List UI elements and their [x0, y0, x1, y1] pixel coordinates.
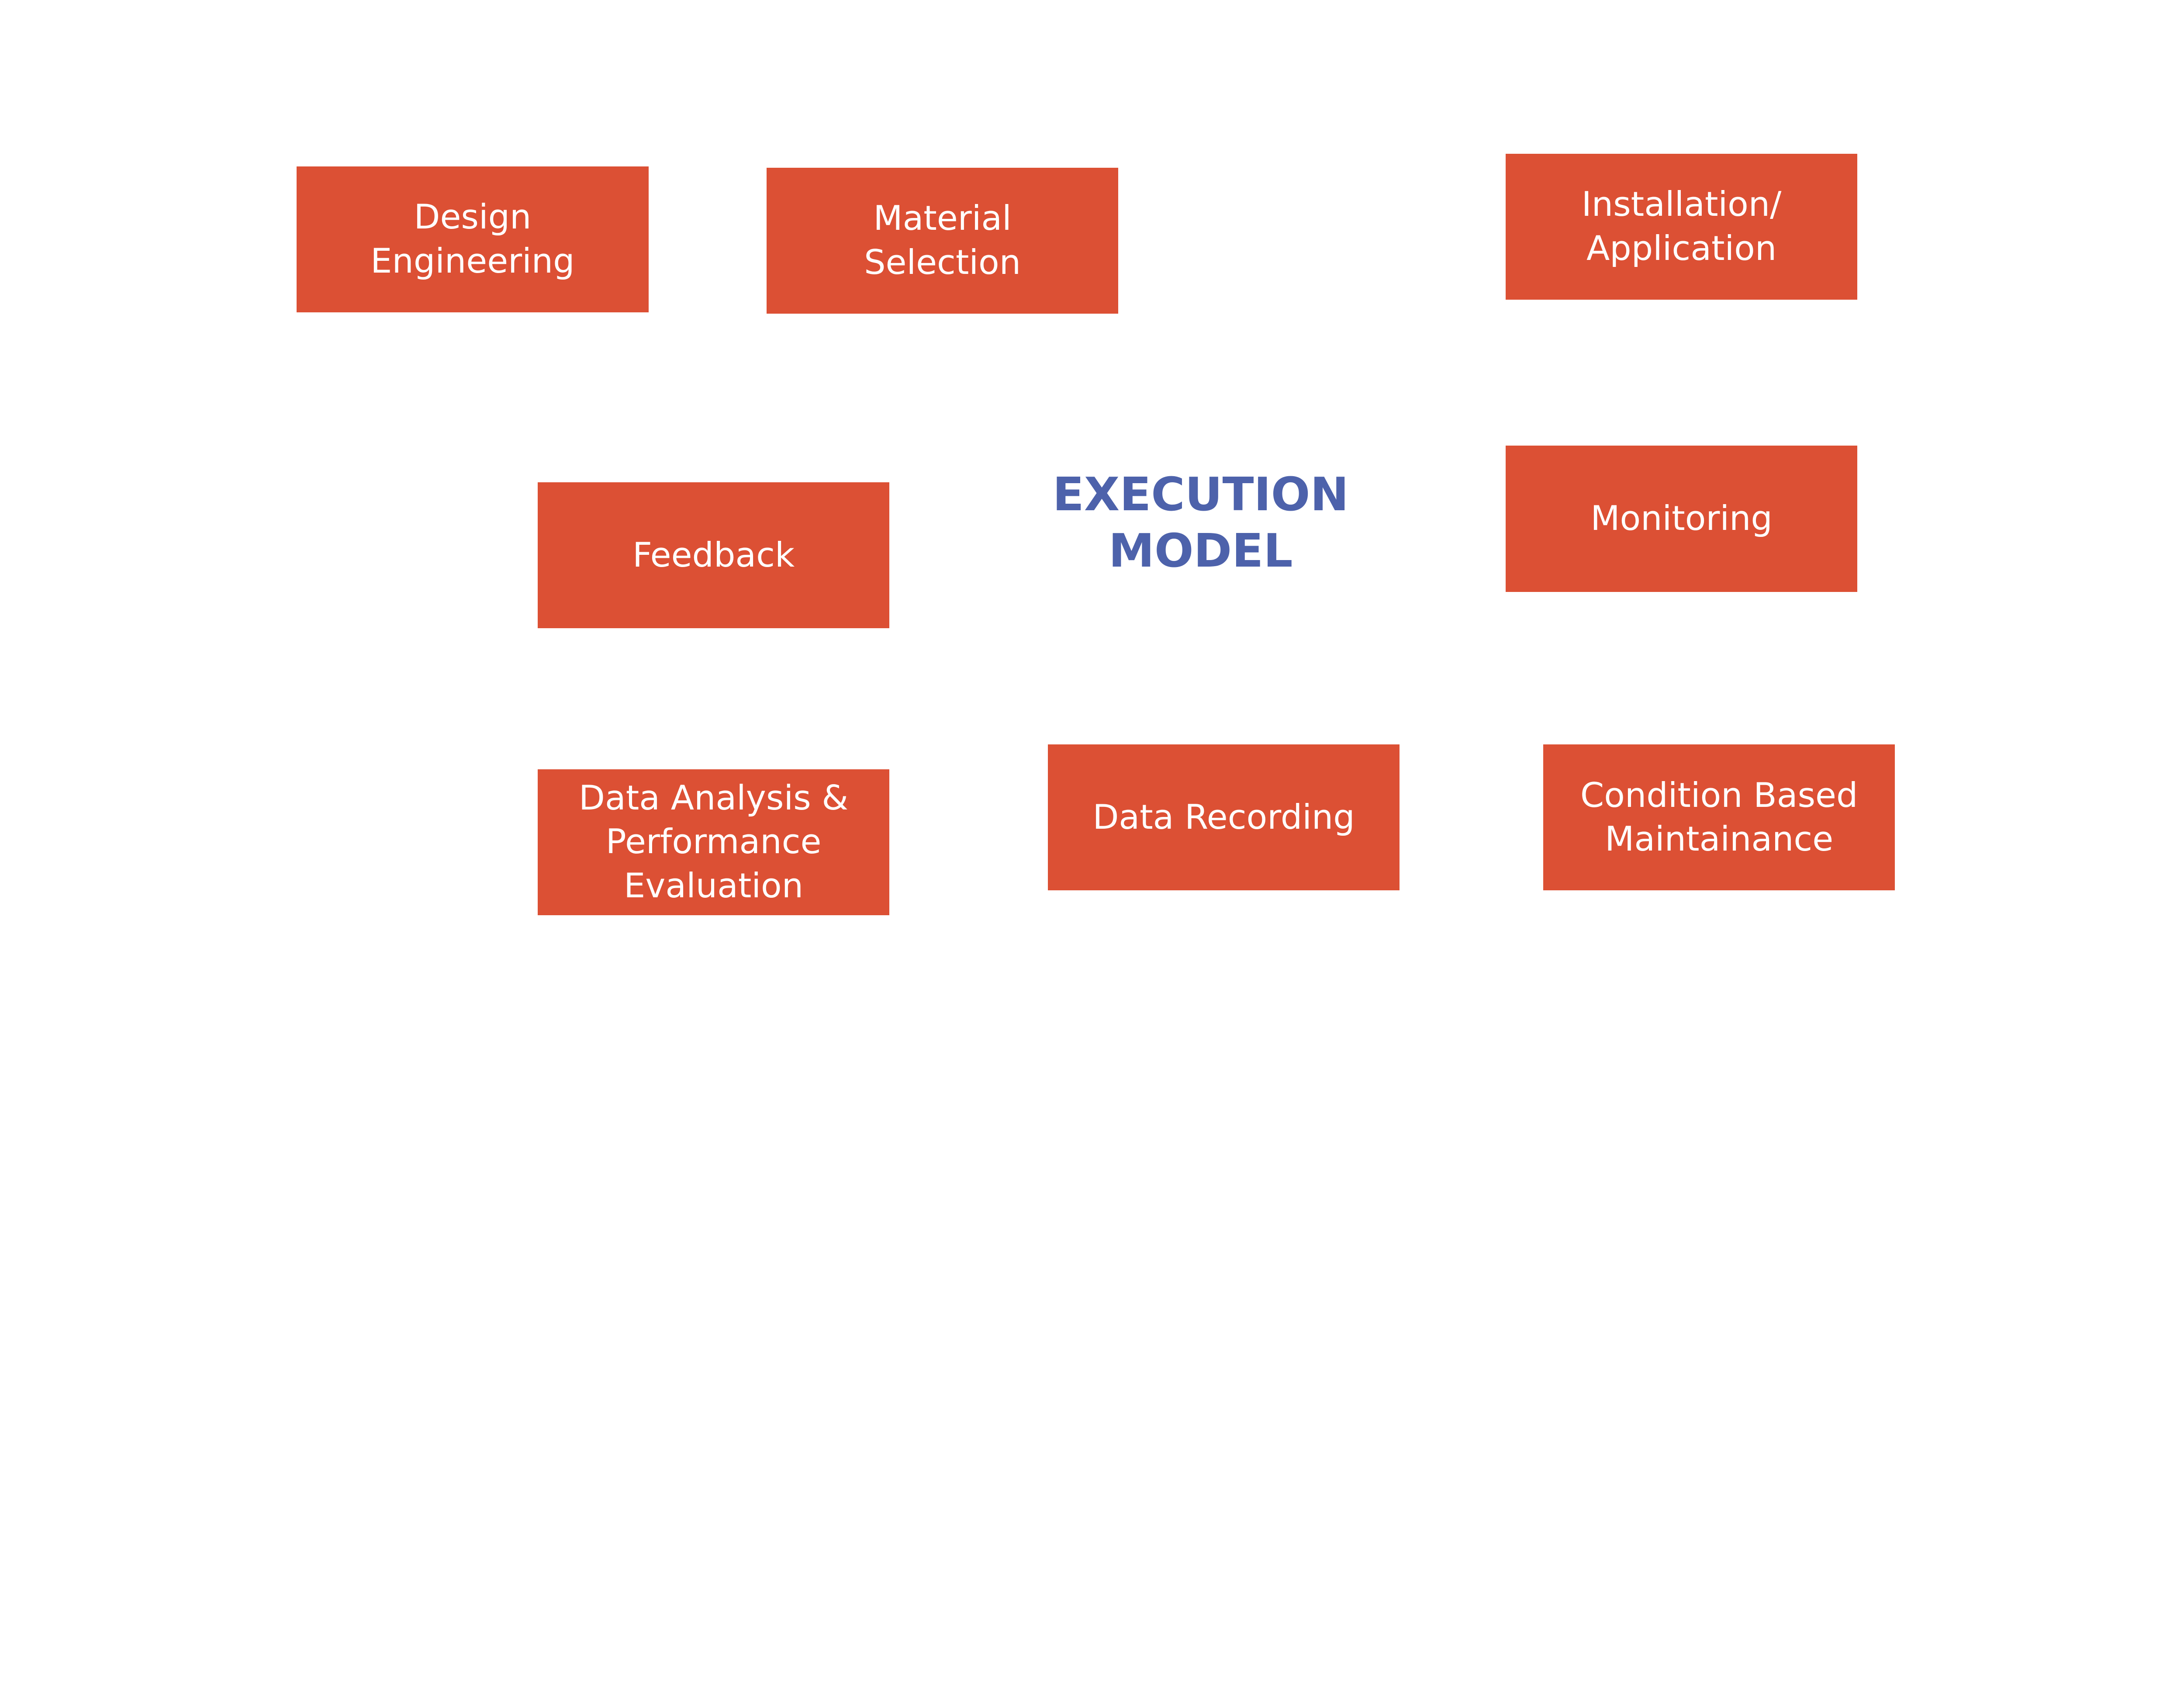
box-label: Data Recording — [1092, 797, 1355, 837]
box-label: Data Analysis & Performance Evaluation — [579, 778, 849, 906]
box-label: Feedback — [632, 535, 795, 575]
box-condition-based-maintainance: Condition Based Maintainance — [1543, 744, 1895, 891]
box-design-engineering: Design Engineering — [297, 166, 649, 312]
box-label: Material Selection — [864, 199, 1021, 283]
box-monitoring: Monitoring — [1505, 446, 1858, 592]
box-installation-application: Installation/ Application — [1505, 153, 1858, 300]
box-feedback: Feedback — [537, 482, 890, 629]
diagram-title: EXECUTION MODEL — [1052, 467, 1349, 578]
box-data-recording: Data Recording — [1047, 744, 1400, 891]
box-label: Design Engineering — [370, 197, 575, 281]
box-label: Installation/ Application — [1581, 185, 1782, 268]
box-label: Condition Based Maintainance — [1580, 775, 1858, 859]
box-label: Monitoring — [1590, 499, 1773, 539]
box-material-selection: Material Selection — [766, 167, 1119, 314]
box-data-analysis: Data Analysis & Performance Evaluation — [537, 769, 890, 915]
